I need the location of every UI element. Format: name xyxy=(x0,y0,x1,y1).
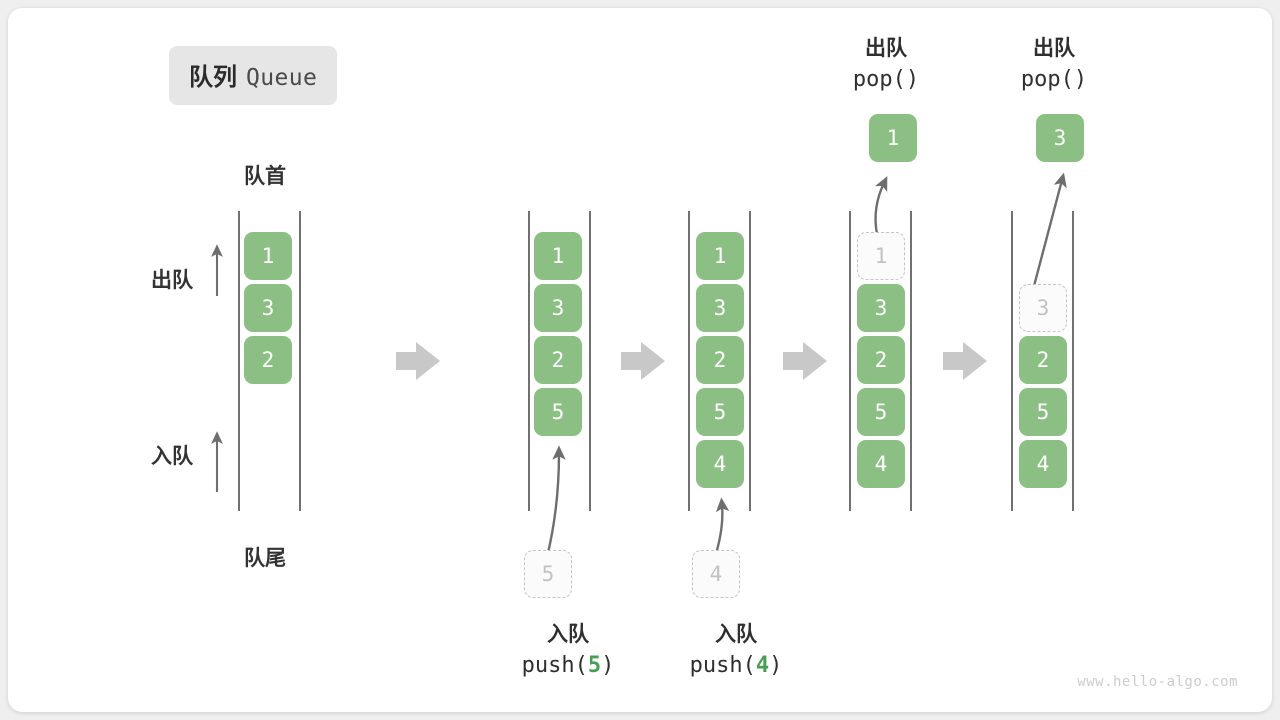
stage-separator-icon-2 xyxy=(621,342,665,380)
title-cn: 队列 xyxy=(189,64,237,91)
caption-pop-1: 出队 pop() xyxy=(836,34,936,95)
push-arrow-5 xyxy=(545,445,566,558)
caption-push-2-cn: 入队 xyxy=(715,623,757,646)
stage-separator-icon-1 xyxy=(396,342,440,380)
diagram-title-badge: 队列 Queue xyxy=(169,46,338,105)
pop-arrow-1 xyxy=(874,176,888,235)
queue-element: 3 xyxy=(244,284,292,332)
caption-pop-1-code: pop() xyxy=(852,67,920,92)
pop-arrow-3 xyxy=(1032,172,1067,287)
queue-element: 1 xyxy=(696,232,744,280)
caption-pop-1-cn: 出队 xyxy=(865,37,907,60)
label-rear: 队尾 xyxy=(244,547,286,570)
popped-element: 1 xyxy=(869,114,917,162)
queue-element: 4 xyxy=(1019,440,1067,488)
caption-push-1-cn: 入队 xyxy=(547,623,589,646)
push-2-pre: push( xyxy=(689,653,756,678)
caption-pop-2-cn: 出队 xyxy=(1033,37,1075,60)
label-front: 队首 xyxy=(244,165,286,188)
title-en: Queue xyxy=(246,65,318,91)
label-enqueue: 入队 xyxy=(151,445,193,468)
stage-separator-icon-4 xyxy=(943,342,987,380)
push-1-num: 5 xyxy=(587,653,602,678)
watermark: www.hello-algo.com xyxy=(1077,674,1238,690)
queue-element: 5 xyxy=(857,388,905,436)
queue-element: 2 xyxy=(857,336,905,384)
queue-element: 1 xyxy=(244,232,292,280)
caption-push-2: 入队 push(4) xyxy=(666,620,806,681)
queue-element: 3 xyxy=(857,284,905,332)
queue-element: 3 xyxy=(534,284,582,332)
push-2-num: 4 xyxy=(755,653,770,678)
push-1-pre: push( xyxy=(521,653,588,678)
queue-element: 2 xyxy=(244,336,292,384)
stage-separator-icon-3 xyxy=(783,342,827,380)
diagram-stage: 队列 Queue 队首 队尾 出队 入队 1 3 2 1 3 2 5 5 1 3… xyxy=(8,8,1272,712)
caption-pop-2-code: pop() xyxy=(1020,67,1088,92)
caption-pop-2: 出队 pop() xyxy=(1004,34,1104,95)
caption-push-1-code: push(5) xyxy=(498,650,638,681)
queue-element: 1 xyxy=(534,232,582,280)
queue-element: 3 xyxy=(696,284,744,332)
ghost-element-push: 4 xyxy=(692,550,740,598)
popped-element: 3 xyxy=(1036,114,1084,162)
queue-element: 2 xyxy=(696,336,744,384)
push-1-post: ) xyxy=(601,653,615,678)
queue-element: 4 xyxy=(857,440,905,488)
queue-element-new: 4 xyxy=(696,440,744,488)
queue-element-new: 5 xyxy=(534,388,582,436)
diagram-card: 队列 Queue 队首 队尾 出队 入队 1 3 2 1 3 2 5 5 1 3… xyxy=(8,8,1272,712)
caption-push-1: 入队 push(5) xyxy=(498,620,638,681)
ghost-element-pop: 3 xyxy=(1019,284,1067,332)
diagram-vector-layer xyxy=(211,172,1074,558)
label-dequeue: 出队 xyxy=(151,269,193,292)
queue-element: 5 xyxy=(696,388,744,436)
queue-element: 5 xyxy=(1019,388,1067,436)
ghost-element-push: 5 xyxy=(524,550,572,598)
queue-element: 2 xyxy=(534,336,582,384)
caption-push-2-code: push(4) xyxy=(666,650,806,681)
queue-element: 2 xyxy=(1019,336,1067,384)
push-2-post: ) xyxy=(769,653,783,678)
ghost-element-pop: 1 xyxy=(857,232,905,280)
